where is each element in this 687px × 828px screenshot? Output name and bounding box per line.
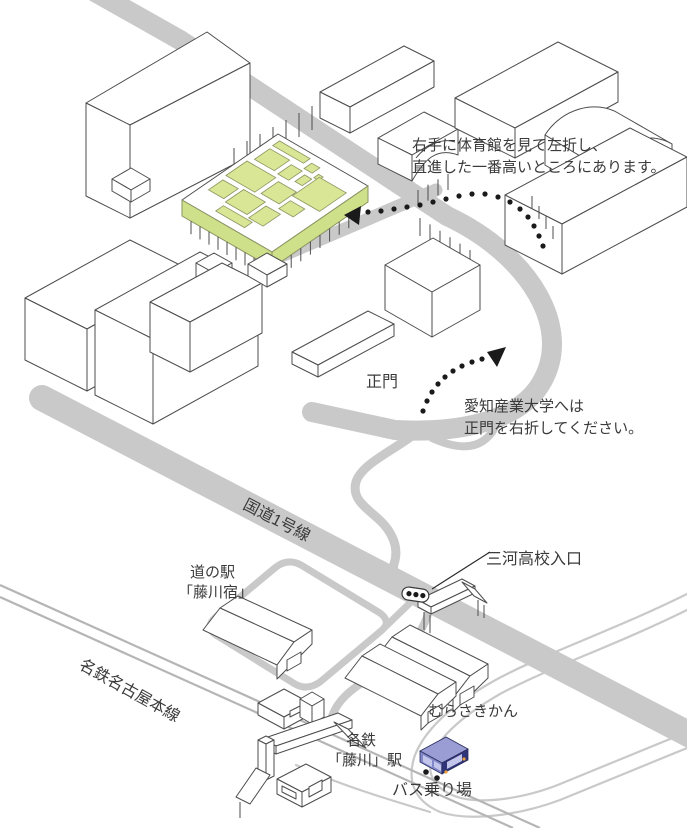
rail-track-2	[0, 595, 514, 828]
mikawa-leader-line	[431, 551, 491, 590]
univ-note-line1: 愛知産業大学へは	[464, 398, 584, 415]
murasakikan-label: むらさきかん	[428, 703, 518, 720]
gym-note-line1: 右手に体育館を見て左折し、	[412, 137, 607, 154]
univ-note-line2: 正門を右折してください。	[464, 420, 643, 437]
gym-note-line2: 直進した一番高いところにあります。	[412, 159, 666, 176]
long-low-building	[291, 310, 395, 378]
mikawa-entrance-label: 三河高校入口	[486, 550, 582, 568]
pedestrian-bridge	[417, 578, 488, 633]
route-arrowhead-right	[487, 347, 506, 367]
town-area	[202, 578, 489, 818]
station-ramp-left	[235, 767, 271, 805]
station-label-line2: 「藤川」駅	[327, 752, 402, 769]
bus-road-outer	[410, 592, 687, 818]
meitetsu-line-label: 名鉄名古屋本線	[76, 656, 183, 726]
bus-stop-label: バス乗り場	[392, 781, 472, 799]
route-arrowhead-left	[344, 206, 361, 225]
michinoeki-label-line2: 「藤川宿」	[178, 584, 253, 601]
arched-building	[377, 111, 459, 182]
road-end-cube-building	[247, 252, 288, 288]
walkway-slab-building	[319, 45, 435, 134]
michinoeki-label-line1: 道の駅	[190, 564, 235, 581]
cube-building	[384, 237, 481, 338]
fujikawa-station	[235, 688, 367, 818]
center-building	[149, 252, 263, 373]
traffic-signal-icon	[401, 586, 430, 603]
route-dots-upper	[354, 191, 546, 249]
gate-branch-road	[428, 420, 500, 451]
michinoeki-building	[202, 595, 313, 680]
gymnasium-building	[454, 41, 687, 275]
main-gate-label: 正門	[366, 374, 398, 391]
route-arrows	[344, 191, 546, 414]
approach-s-road	[350, 423, 435, 611]
route1-road	[29, 385, 687, 748]
roof-garden-panels	[207, 140, 348, 229]
station-label-line1: 名鉄	[346, 732, 376, 749]
bus-icon	[419, 736, 469, 781]
campus-ring-road	[89, 0, 562, 441]
station-ramp-right	[333, 721, 367, 749]
murasakikan-buildings	[344, 624, 489, 731]
campus-buildings	[24, 31, 687, 425]
route-dots-lower	[420, 356, 485, 414]
destination-main-building	[181, 133, 369, 276]
small-annex-cube	[111, 167, 151, 203]
